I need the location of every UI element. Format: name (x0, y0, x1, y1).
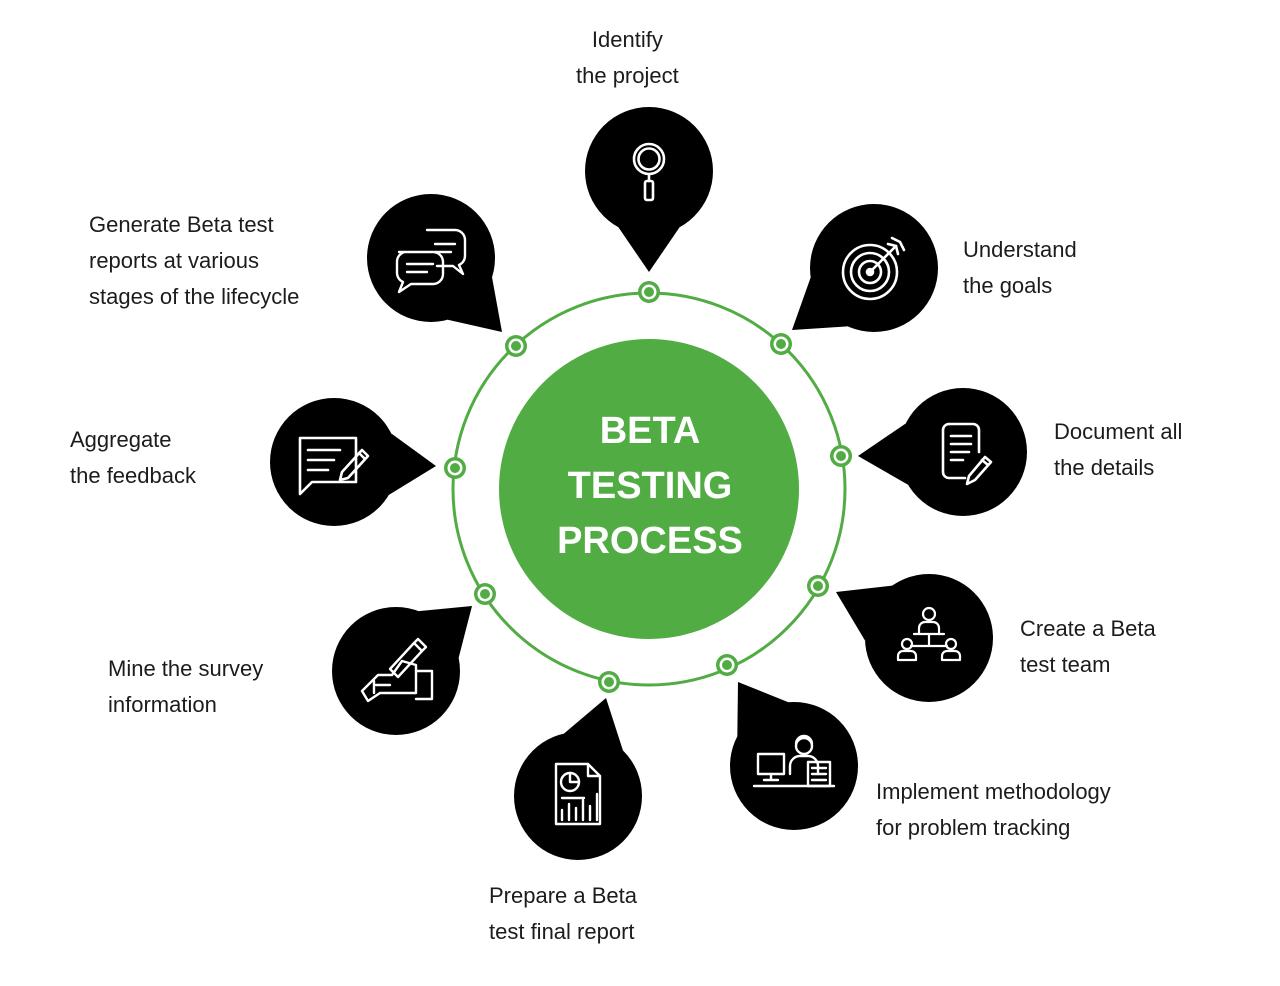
ring-node-dot (722, 660, 732, 670)
step-badge-pointer (836, 585, 893, 641)
step-badge-pointer (737, 682, 789, 737)
step-badge (367, 194, 502, 332)
ring-node (716, 654, 738, 676)
step-badge-pointer (858, 423, 909, 485)
ring-node-dot (836, 451, 846, 461)
step-badge-circle (270, 398, 398, 526)
ring-node-dot (813, 581, 823, 591)
center-circle (499, 339, 799, 639)
step-badge (836, 574, 993, 702)
step-label-understand-goals: Understand the goals (963, 237, 1077, 298)
ring-node-dot (450, 463, 460, 473)
ring-node (505, 335, 527, 357)
step-badge (585, 107, 713, 272)
step-label-identify-project: Identify the project (576, 27, 679, 88)
ring-node (638, 281, 660, 303)
ring-node (444, 457, 466, 479)
ring-node-dot (511, 341, 521, 351)
step-badge-pointer (388, 433, 436, 495)
step-badge (858, 388, 1027, 516)
ring-node (598, 671, 620, 693)
step-label-implement-methodology: Implement methodology for problem tracki… (876, 779, 1111, 840)
step-label-mine-survey: Mine the survey information (108, 656, 264, 717)
step-label-aggregate-feedback: Aggregate the feedback (70, 427, 196, 488)
step-badge (792, 204, 938, 332)
center-title-line: PROCESS (557, 520, 743, 562)
center-title: BETA TESTING PROCESS (500, 404, 800, 569)
step-badge (514, 698, 642, 860)
ring-node (770, 333, 792, 355)
step-label-generate-reports: Generate Beta test reports at various st… (89, 212, 300, 309)
ring-node-dot (776, 339, 786, 349)
step-badge-pointer (447, 277, 502, 332)
ring-node-dot (644, 287, 654, 297)
step-badge-circle (730, 702, 858, 830)
step-badge-circle (585, 107, 713, 235)
center-title-line: TESTING (567, 465, 733, 507)
ring-node-dot (604, 677, 614, 687)
step-label-create-team: Create a Beta test team (1020, 616, 1156, 677)
step-label-prepare-report: Prepare a Beta test final report (489, 883, 637, 944)
step-badge (332, 606, 472, 735)
center-title-line: BETA (599, 410, 701, 452)
step-badge (730, 682, 858, 830)
step-badge-pointer (563, 698, 623, 751)
step-badge-pointer (618, 227, 680, 272)
step-badge-circle (514, 732, 642, 860)
ring-node (807, 575, 829, 597)
ring-node (474, 583, 496, 605)
step-badge (270, 398, 436, 526)
ring-node-dot (480, 589, 490, 599)
step-badge-pointer (418, 606, 472, 658)
ring-node (830, 445, 852, 467)
step-badge-pointer (792, 277, 848, 330)
step-label-document-details: Document all the details (1054, 419, 1183, 480)
